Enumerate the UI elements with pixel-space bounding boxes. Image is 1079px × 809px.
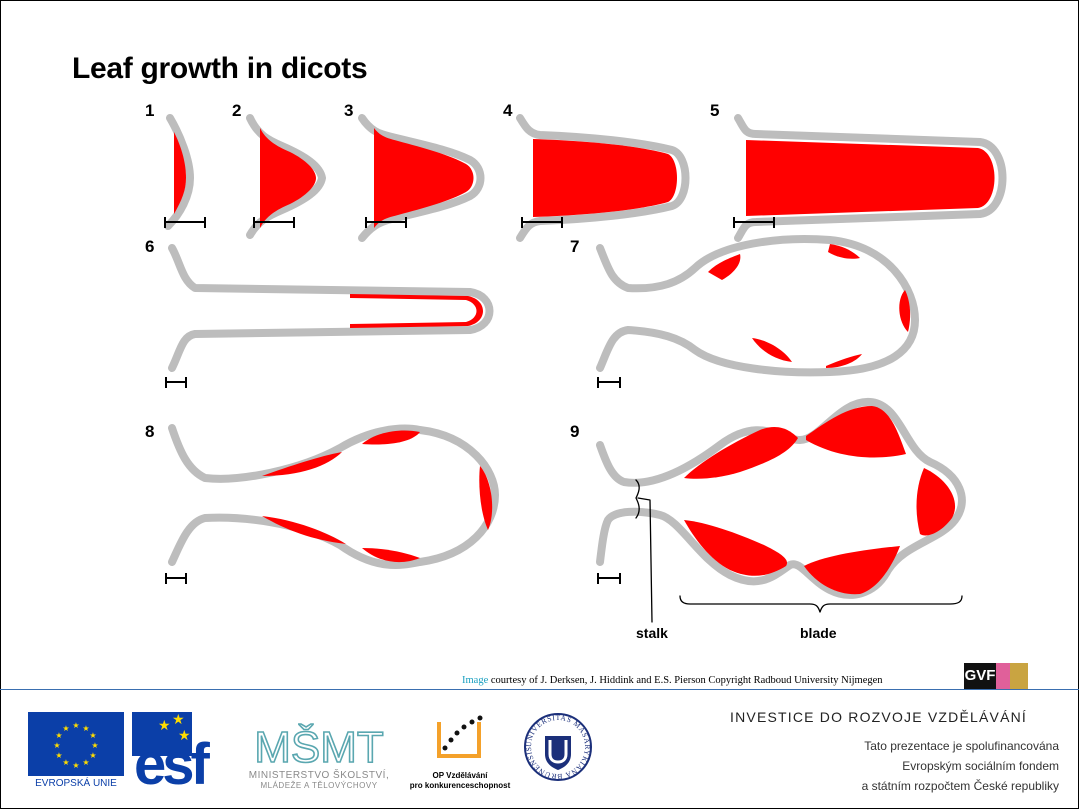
svg-text:★: ★ xyxy=(82,758,89,767)
stage-5-leaf xyxy=(738,118,1003,238)
eu-flag-logo: ★★★ ★★★ ★★★ ★★★ xyxy=(28,712,124,776)
funding-line: Tato prezentace je spolufinancována xyxy=(862,736,1059,756)
stage-number: 3 xyxy=(344,101,353,120)
credit-text: courtesy of J. Derksen, J. Hiddink and E… xyxy=(488,675,882,686)
muni-seal-logo: UNIVERSITAS MASARYKIANA BRUNENSIS xyxy=(523,712,593,782)
svg-text:★: ★ xyxy=(53,741,60,750)
gvf-logo-text: GVF xyxy=(964,663,996,689)
stage-number: 9 xyxy=(570,422,579,441)
image-link[interactable]: Image xyxy=(462,675,488,686)
op-line2: pro konkurenceschopnost xyxy=(408,781,512,790)
stage-2-leaf xyxy=(250,118,322,235)
funding-note: Tato prezentace je spolufinancována Evro… xyxy=(862,736,1059,796)
stage-8-leaf xyxy=(172,428,495,565)
invest-heading: INVESTICE DO ROZVOJE VZDĚLÁVÁNÍ xyxy=(730,709,1027,725)
stage-9-leaf xyxy=(600,402,962,622)
eu-stars-icon: ★★★ ★★★ ★★★ ★★★ xyxy=(28,712,124,776)
stage-number: 8 xyxy=(145,422,154,441)
stage-4-leaf xyxy=(520,118,686,238)
svg-text:★: ★ xyxy=(72,721,79,730)
svg-text:★: ★ xyxy=(172,712,185,728)
stage-3-leaf xyxy=(362,118,481,238)
stage-number: 1 xyxy=(145,101,154,120)
svg-text:★: ★ xyxy=(55,751,62,760)
msmt-line1: MINISTERSTVO ŠKOLSTVÍ, xyxy=(233,770,405,781)
funding-line: Evropským sociálním fondem xyxy=(862,756,1059,776)
msmt-logo-text: MŠMT xyxy=(254,722,384,772)
stage-number: 2 xyxy=(232,101,241,120)
msmt-line2: MLÁDEŽE A TĚLOVÝCHOVY xyxy=(233,781,405,790)
flower-icon xyxy=(996,663,1010,689)
svg-text:★: ★ xyxy=(72,761,79,770)
stage-number: 6 xyxy=(145,237,154,256)
stage-1-leaf xyxy=(168,118,190,226)
op-line1: OP Vzdělávání xyxy=(408,771,512,780)
gvf-logo: GVF xyxy=(964,663,1030,691)
stage-6-leaf xyxy=(172,248,490,368)
eu-label: EVROPSKÁ UNIE xyxy=(28,778,124,789)
esf-logo-text: esf xyxy=(134,732,211,786)
stage-number: 4 xyxy=(503,101,513,120)
plant-icon xyxy=(1010,663,1028,689)
blade-label: blade xyxy=(800,625,837,641)
svg-text:★: ★ xyxy=(89,751,96,760)
op-logo xyxy=(423,712,495,792)
stage-7-leaf xyxy=(600,239,915,372)
stage-number: 7 xyxy=(570,237,579,256)
esf-logo: ★★★ esf xyxy=(132,712,228,786)
image-credit: Image courtesy of J. Derksen, J. Hiddink… xyxy=(462,675,883,686)
svg-text:★: ★ xyxy=(62,724,69,733)
svg-text:★: ★ xyxy=(89,731,96,740)
footer-divider xyxy=(0,689,1079,690)
funding-line: a státním rozpočtem České republiky xyxy=(862,776,1059,796)
stalk-label: stalk xyxy=(636,625,668,641)
svg-text:★: ★ xyxy=(62,758,69,767)
stage-number: 5 xyxy=(710,101,719,120)
svg-text:★: ★ xyxy=(91,741,98,750)
